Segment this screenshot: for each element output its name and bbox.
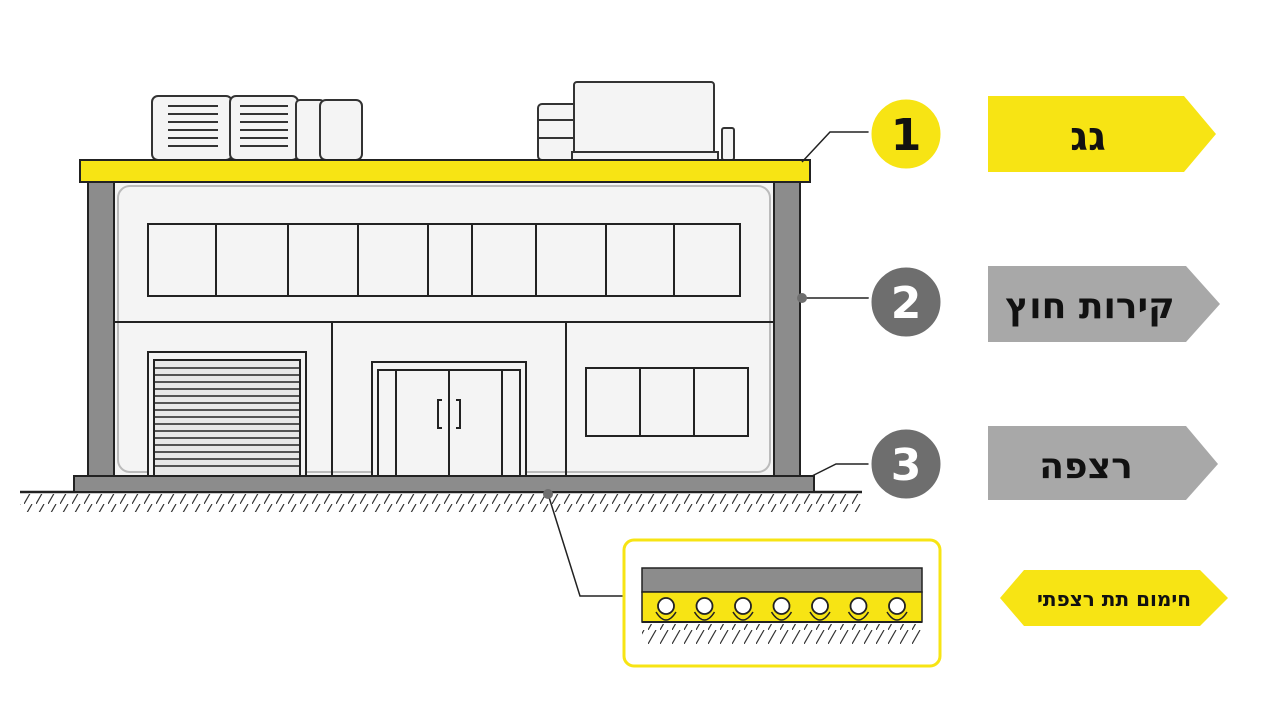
heating-pipe <box>811 597 829 615</box>
callout-number-badge <box>868 426 944 502</box>
heating-pipe <box>772 597 791 615</box>
upper-windows <box>147 223 741 297</box>
callout-number: 2 <box>891 278 922 329</box>
leader-lines <box>547 131 872 597</box>
callout-label: קירות חוץ <box>1005 286 1174 327</box>
callout-label-box <box>988 96 1216 172</box>
floor-slab <box>73 475 815 493</box>
pipe-clip <box>809 611 831 621</box>
lower-window <box>585 367 749 437</box>
callout-floor: 3 רצפה <box>868 426 1218 502</box>
pipe-clip <box>886 611 908 621</box>
detail-ground-hatch <box>642 624 922 644</box>
entrance-door <box>371 361 527 477</box>
callout-underfloor-heating: חימום תת רצפתי <box>1000 570 1228 626</box>
detail-slab <box>641 567 923 593</box>
callout-exterior-walls: 2 קירות חוץ <box>868 264 1220 342</box>
garage-door <box>147 351 307 477</box>
callout-label-box <box>988 266 1220 342</box>
rooftop-unit-right <box>537 81 735 161</box>
callout-label-box <box>1000 570 1228 626</box>
callout-number-badge <box>868 264 944 340</box>
ground <box>20 490 862 512</box>
callout-label: גג <box>1070 114 1106 160</box>
callout-number: 3 <box>891 440 922 491</box>
heating-pipe <box>849 597 868 615</box>
pipe-clip <box>655 611 677 621</box>
heating-pipe <box>695 597 714 615</box>
pipe-clip <box>732 611 754 621</box>
leader-dots <box>543 293 807 499</box>
callout-roof: 1 גג <box>868 96 1216 172</box>
pipe-clip <box>693 611 716 621</box>
callout-number-badge <box>868 96 944 172</box>
callout-label-box <box>988 426 1218 500</box>
callout-label: חימום תת רצפתי <box>1037 587 1191 611</box>
pipe-clip <box>847 611 870 621</box>
heating-pipe <box>657 597 675 615</box>
heating-pipe <box>888 597 906 615</box>
heating-pipe <box>734 597 752 615</box>
rooftop-hvac-units <box>151 95 363 161</box>
pipe-clip <box>770 611 793 621</box>
underfloor-heating-detail <box>622 538 942 668</box>
callout-label: רצפה <box>1039 446 1133 487</box>
callout-number: 1 <box>891 110 922 161</box>
roof-slab <box>79 159 811 183</box>
